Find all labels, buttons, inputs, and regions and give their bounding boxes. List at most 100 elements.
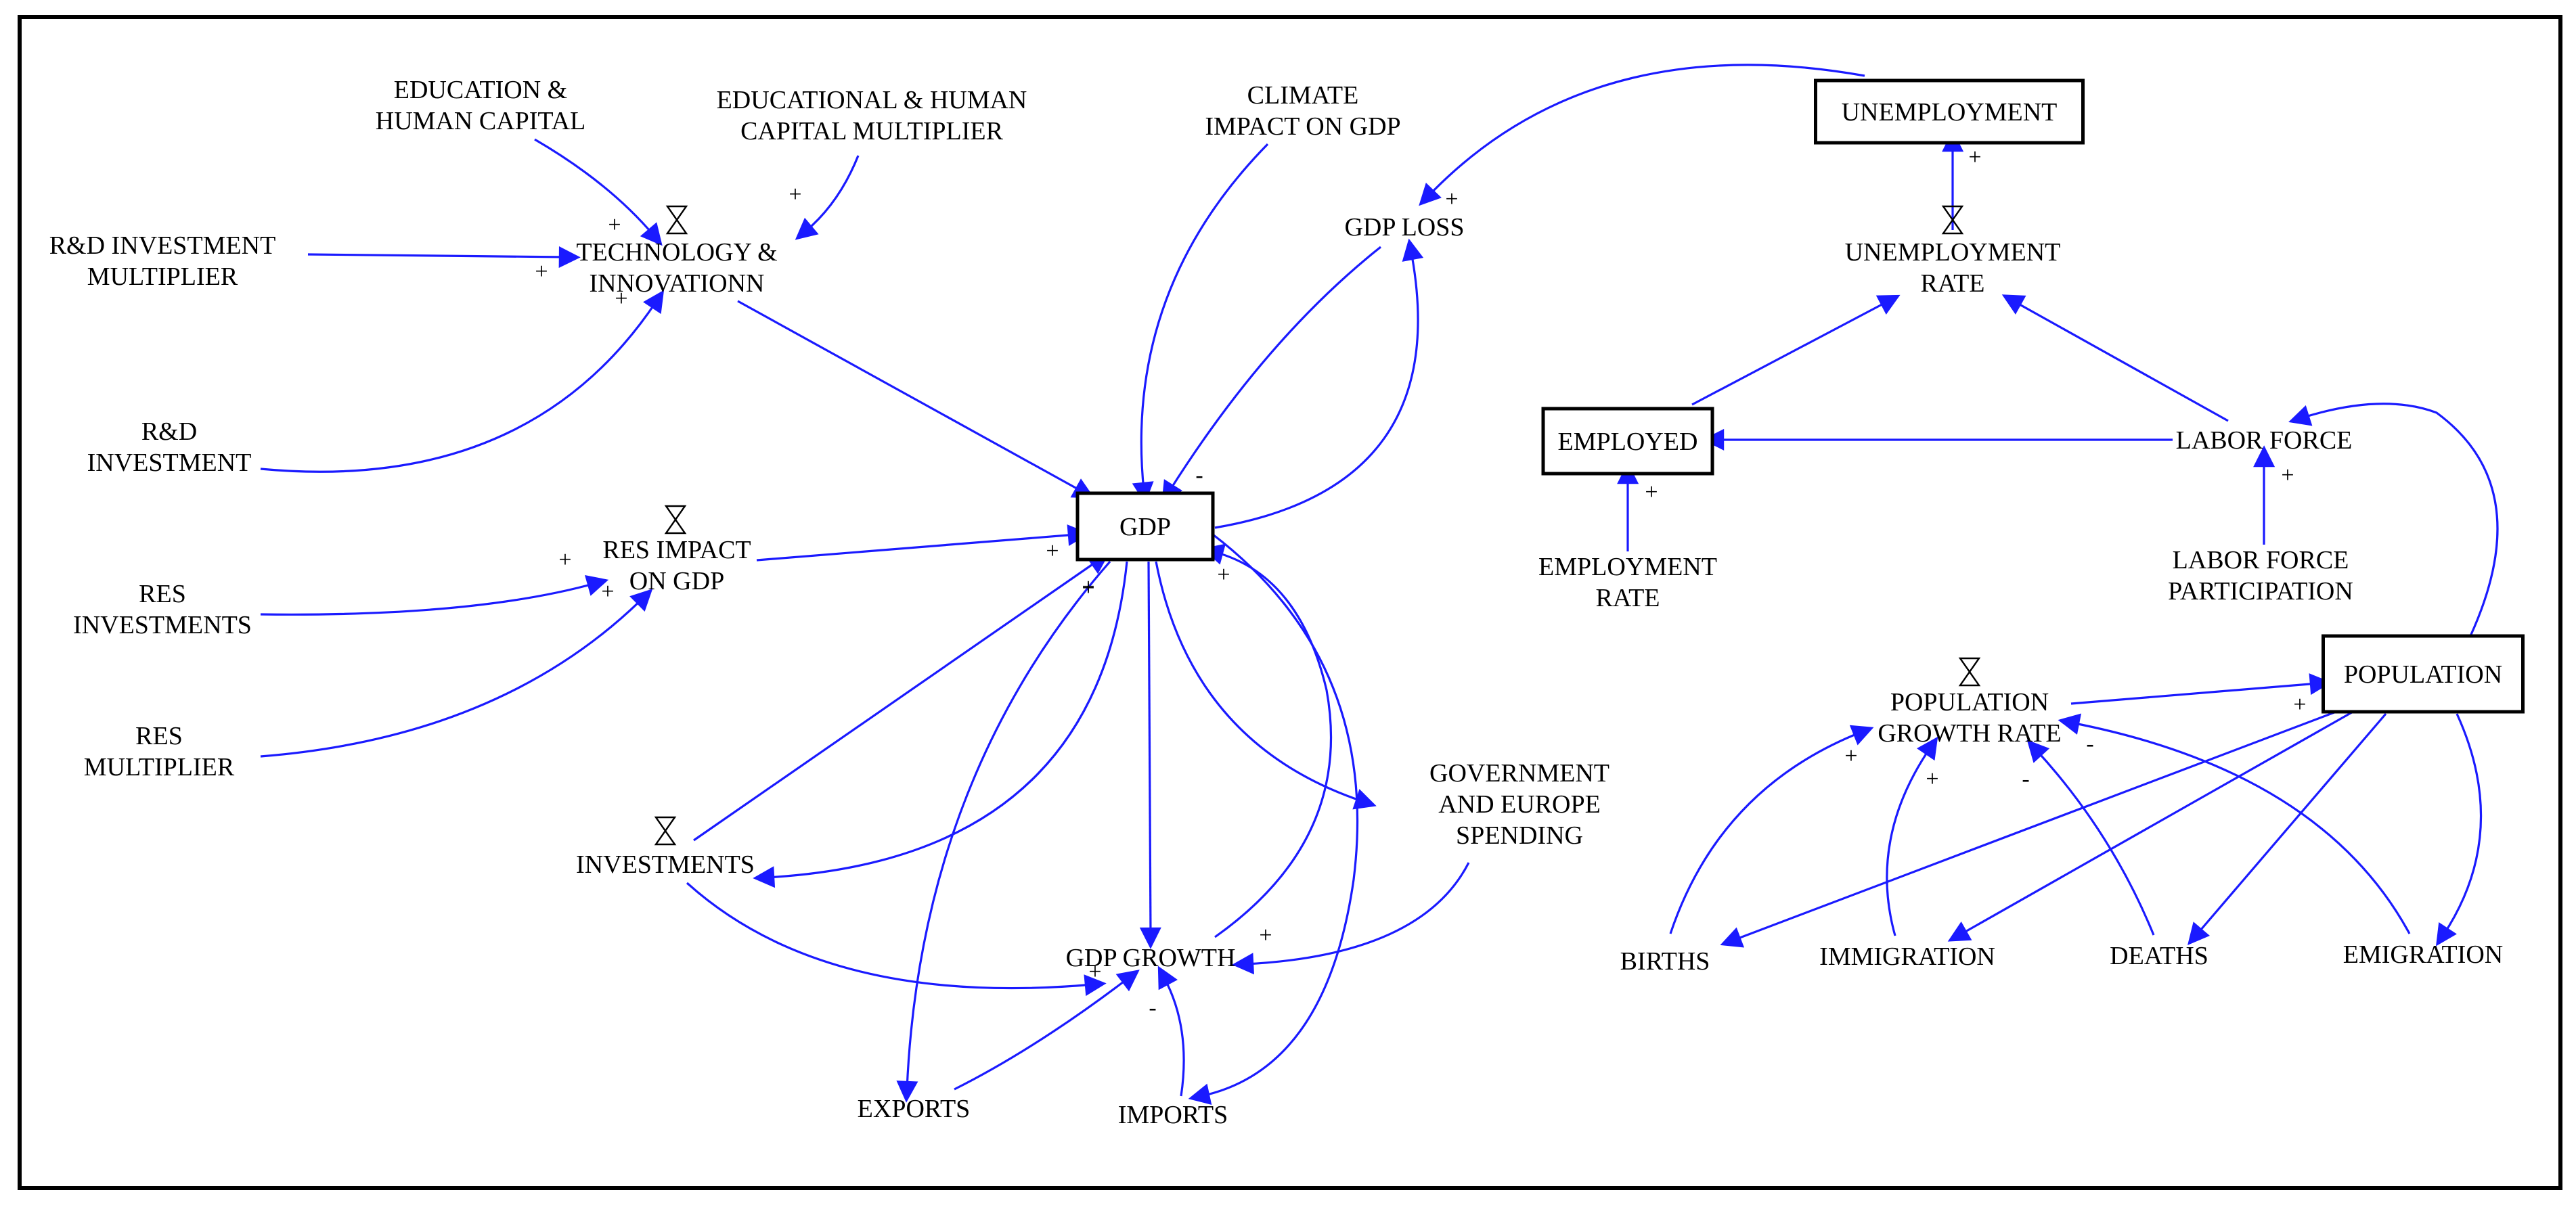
node-labor_force: LABOR FORCE xyxy=(2176,426,2353,455)
node-label-employed-line-0: EMPLOYED xyxy=(1558,428,1698,456)
node-imports: IMPORTS xyxy=(1118,1101,1228,1129)
node-exports: EXPORTS xyxy=(858,1095,971,1123)
polarity-gov-to-gdp_growth: + xyxy=(1259,923,1272,948)
node-label-res_inv-line-1: INVESTMENTS xyxy=(73,611,252,639)
link-climate-to-gdp xyxy=(1132,143,1269,504)
node-label-labor_force-line-0: LABOR FORCE xyxy=(2176,426,2353,455)
polarity-unemp_rate-to-unemployment: + xyxy=(1968,145,1981,170)
stock-box-gdp xyxy=(1075,491,1215,562)
polarity-res_inv-to-res_impact: + xyxy=(558,547,571,572)
node-gdp_growth: GDP GROWTH xyxy=(1066,944,1236,972)
node-tech: TECHNOLOGY &INNOVATIONN xyxy=(576,238,777,298)
polarity-res_mult-to-res_impact: + xyxy=(601,579,614,604)
node-label-lf_part-line-0: LABOR FORCE xyxy=(2173,546,2349,574)
link-investments-to-gdp xyxy=(693,552,1110,842)
node-label-gov-line-0: GOVERNMENT xyxy=(1429,759,1609,788)
link-gdp-to-gdp_loss xyxy=(1214,238,1424,529)
node-label-climate-line-1: IMPACT ON GDP xyxy=(1205,112,1400,141)
node-label-res_impact-line-0: RES IMPACT xyxy=(602,536,751,564)
node-label-unemp_rate-line-0: UNEMPLOYMENT xyxy=(1845,238,2061,267)
link-gdp_growth-to-gdp xyxy=(1201,543,1333,938)
polarity-res_impact-to-gdp: + xyxy=(1046,539,1059,564)
node-emp_rate: EMPLOYMENT RATE xyxy=(1538,553,1717,612)
link-births-to-pop_growth xyxy=(1669,725,1874,934)
link-population-to-deaths xyxy=(2188,712,2387,945)
node-rd_inv: R&D INVESTMENT xyxy=(87,417,252,477)
link-pop_growth-to-population xyxy=(2070,673,2332,705)
link-emigration-to-pop_growth xyxy=(2058,713,2411,934)
node-gdp: GDP xyxy=(1119,513,1171,541)
node-investments: INVESTMENTS xyxy=(576,850,755,879)
node-label-edu_mult-line-0: EDUCATIONAL & HUMAN xyxy=(717,86,1027,114)
link-gdp_loss-to-gdp xyxy=(1161,246,1381,503)
node-label-emp_rate-line-1: RATE xyxy=(1596,584,1660,612)
node-label-res_mult-line-0: RES xyxy=(135,722,183,750)
polarity-births-to-pop_growth: + xyxy=(1844,744,1857,769)
node-label-gov-line-2: SPENDING xyxy=(1456,821,1583,850)
link-gdp-to-gov xyxy=(1155,561,1377,810)
node-label-climate-line-0: CLIMATE xyxy=(1247,81,1359,110)
node-immigration: IMMIGRATION xyxy=(1819,942,1995,971)
link-tech-to-gdp xyxy=(737,300,1095,499)
link-edu_hc-to-tech xyxy=(534,138,663,246)
node-label-res_impact-line-1: ON GDP xyxy=(629,567,724,595)
link-investments-to-gdp_growth xyxy=(686,882,1107,997)
link-rd_mult-to-tech xyxy=(307,246,581,268)
node-label-rd_mult-line-1: MULTIPLIER xyxy=(87,263,238,291)
node-label-rd_mult-line-0: R&D INVESTMENT xyxy=(49,231,276,260)
node-label-gov-line-1: AND EUROPE xyxy=(1438,790,1601,819)
polarity-imports-to-gdp_growth: - xyxy=(1149,995,1156,1020)
node-label-unemployment-line-0: UNEMPLOYMENT xyxy=(1842,98,2058,127)
node-unemployment: UNEMPLOYMENT xyxy=(1842,98,2058,127)
node-label-emigration-line-0: EMIGRATION xyxy=(2343,940,2503,969)
node-label-immigration-line-0: IMMIGRATION xyxy=(1819,942,1995,971)
node-label-emp_rate-line-0: EMPLOYMENT xyxy=(1538,553,1717,581)
polarity-gdp-to-imports: + xyxy=(1217,562,1230,587)
node-label-pop_growth-line-1: GROWTH RATE xyxy=(1878,719,2061,748)
node-gdp_loss: GDP LOSS xyxy=(1344,213,1464,242)
polarity-immigration-to-pop_growth: + xyxy=(1926,767,1938,792)
polarity-rd_mult-to-tech: + xyxy=(535,259,548,284)
polarity-deaths-to-pop_growth: - xyxy=(2022,767,2029,792)
link-res_inv-to-res_impact xyxy=(260,574,609,616)
link-gdp-to-investments xyxy=(753,561,1128,888)
node-label-gdp_growth-line-0: GDP GROWTH xyxy=(1066,944,1236,972)
link-gdp-to-gdp_growth xyxy=(1139,561,1161,949)
link-population-to-labor_force xyxy=(2288,403,2499,637)
stock-box-unemployment xyxy=(1814,78,2085,145)
node-label-unemp_rate-line-1: RATE xyxy=(1921,269,1985,298)
stock-box-employed xyxy=(1541,407,1714,476)
polarity-investments-to-gdp: + xyxy=(1082,574,1094,599)
node-label-gdp-line-0: GDP xyxy=(1119,513,1171,541)
node-employed: EMPLOYED xyxy=(1558,428,1698,456)
node-label-tech-line-1: INNOVATIONN xyxy=(590,269,765,298)
node-label-rd_inv-line-0: R&D xyxy=(141,417,197,446)
link-res_mult-to-res_impact xyxy=(260,589,653,758)
node-label-births-line-0: BIRTHS xyxy=(1620,947,1710,976)
node-label-population-line-0: POPULATION xyxy=(2344,660,2502,689)
polarity-emigration-to-pop_growth: - xyxy=(2086,731,2093,756)
link-exports-to-gdp_growth xyxy=(954,970,1140,1091)
polarity-gdp-to-exports: + xyxy=(1082,576,1094,601)
node-label-tech-line-0: TECHNOLOGY & xyxy=(576,238,777,267)
polarity-lf_part-to-labor_force: + xyxy=(2281,463,2294,488)
node-rd_mult: R&D INVESTMENT MULTIPLIER xyxy=(49,231,276,291)
node-label-gdp_loss-line-0: GDP LOSS xyxy=(1344,213,1464,242)
link-population-to-emigration xyxy=(2436,713,2483,947)
hourglass-icon xyxy=(1941,205,1964,235)
polarity-rd_inv-to-tech: + xyxy=(615,286,627,311)
link-unemployment-to-gdp_loss xyxy=(1419,64,1865,206)
link-immigration-to-pop_growth xyxy=(1886,736,1938,936)
node-label-rd_inv-line-1: INVESTMENT xyxy=(87,449,252,477)
node-label-edu_hc-line-1: HUMAN CAPITAL xyxy=(376,107,585,135)
polarity-investments-to-gdp_growth: + xyxy=(1088,959,1101,984)
link-gov-to-gdp_growth xyxy=(1232,862,1470,975)
node-label-imports-line-0: IMPORTS xyxy=(1118,1101,1228,1129)
